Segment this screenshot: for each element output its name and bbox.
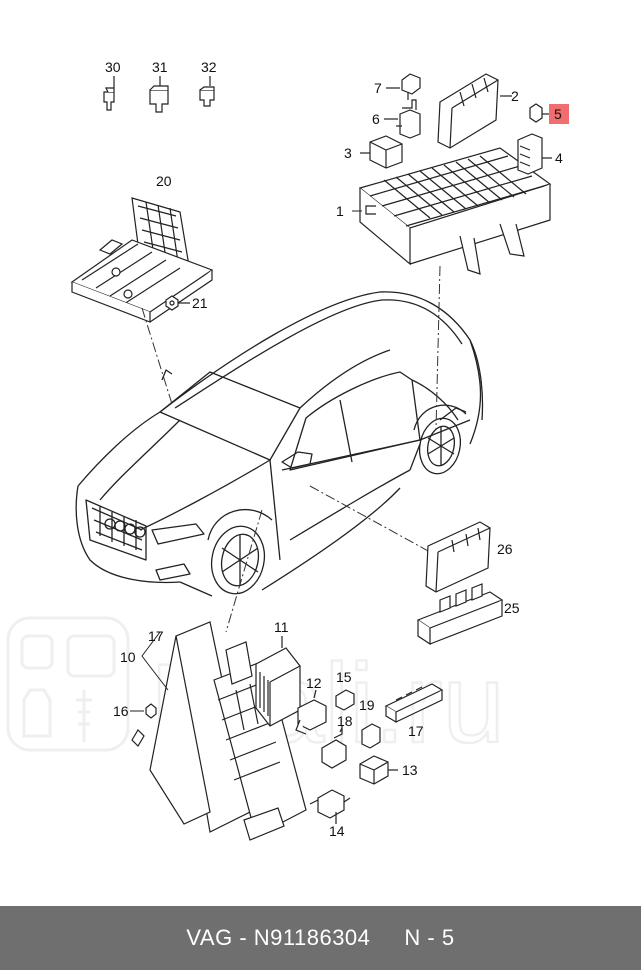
callout-18: 18	[337, 713, 353, 729]
callout-20: 20	[156, 173, 172, 189]
nut-21	[165, 295, 190, 311]
callout-15: 15	[336, 669, 352, 685]
relay-19	[361, 723, 381, 749]
relay-14	[309, 789, 351, 824]
callout-14: 14	[329, 823, 345, 839]
cover-26	[425, 521, 491, 593]
callout-5: 5	[554, 106, 562, 122]
callout-21: 21	[192, 295, 208, 311]
rear-wheel	[413, 404, 467, 475]
car-outline	[75, 291, 484, 597]
leader-lines	[141, 265, 441, 633]
callout-6: 6	[372, 111, 380, 127]
callout-25: 25	[504, 600, 520, 616]
connector-4	[517, 133, 552, 175]
relay-15	[335, 689, 355, 711]
cover-2	[437, 73, 512, 149]
front-wheel	[207, 509, 273, 595]
fuse-carrier-25	[416, 583, 504, 646]
callout-19: 19	[359, 697, 375, 713]
callout-3: 3	[344, 145, 352, 161]
callout-30: 30	[105, 59, 121, 75]
callout-7: 7	[374, 80, 382, 96]
callout-13: 13	[402, 762, 418, 778]
callout-17b: 17	[408, 723, 424, 739]
footer-bar: VAG - N91186304 N - 5	[0, 906, 641, 970]
parts-diagram: Prali.ru	[6, 59, 569, 841]
relay-7	[386, 73, 421, 100]
callout-12: 12	[306, 675, 322, 691]
callout-5-highlight: 5	[549, 104, 569, 124]
callout-leader-ticks	[130, 210, 362, 712]
fuse-holder-17	[384, 683, 444, 724]
fuse-31	[149, 76, 169, 113]
callout-26: 26	[497, 541, 513, 557]
bolt-16	[145, 703, 157, 719]
callout-4: 4	[555, 150, 563, 166]
relay-6	[384, 99, 421, 139]
relay-12	[295, 689, 327, 735]
part-number: VAG - N91186304	[186, 925, 371, 950]
relay-18	[321, 726, 347, 769]
relay-13	[359, 755, 398, 785]
bracket-10	[141, 631, 169, 691]
fuse-panel-10	[131, 621, 307, 841]
callout-1: 1	[336, 203, 344, 219]
callout-17a: 17	[148, 628, 164, 644]
callout-31: 31	[152, 59, 168, 75]
diagram-position: N - 5	[404, 925, 455, 950]
relay-3	[360, 135, 403, 169]
watermark-icons	[6, 616, 130, 752]
fuse-box-1	[358, 147, 552, 275]
callout-16: 16	[113, 703, 129, 719]
callouts: 30 31 32 7 6 3 1 2 4 20 21 26 25 11 15 1…	[105, 59, 563, 839]
highlight-box	[549, 104, 569, 124]
fuse-30	[103, 76, 115, 111]
callout-11: 11	[274, 619, 289, 635]
callout-10: 10	[120, 649, 136, 665]
callout-32: 32	[201, 59, 217, 75]
relay-plate-20	[70, 197, 214, 323]
fuse-32	[199, 76, 215, 107]
callout-2: 2	[511, 88, 519, 104]
